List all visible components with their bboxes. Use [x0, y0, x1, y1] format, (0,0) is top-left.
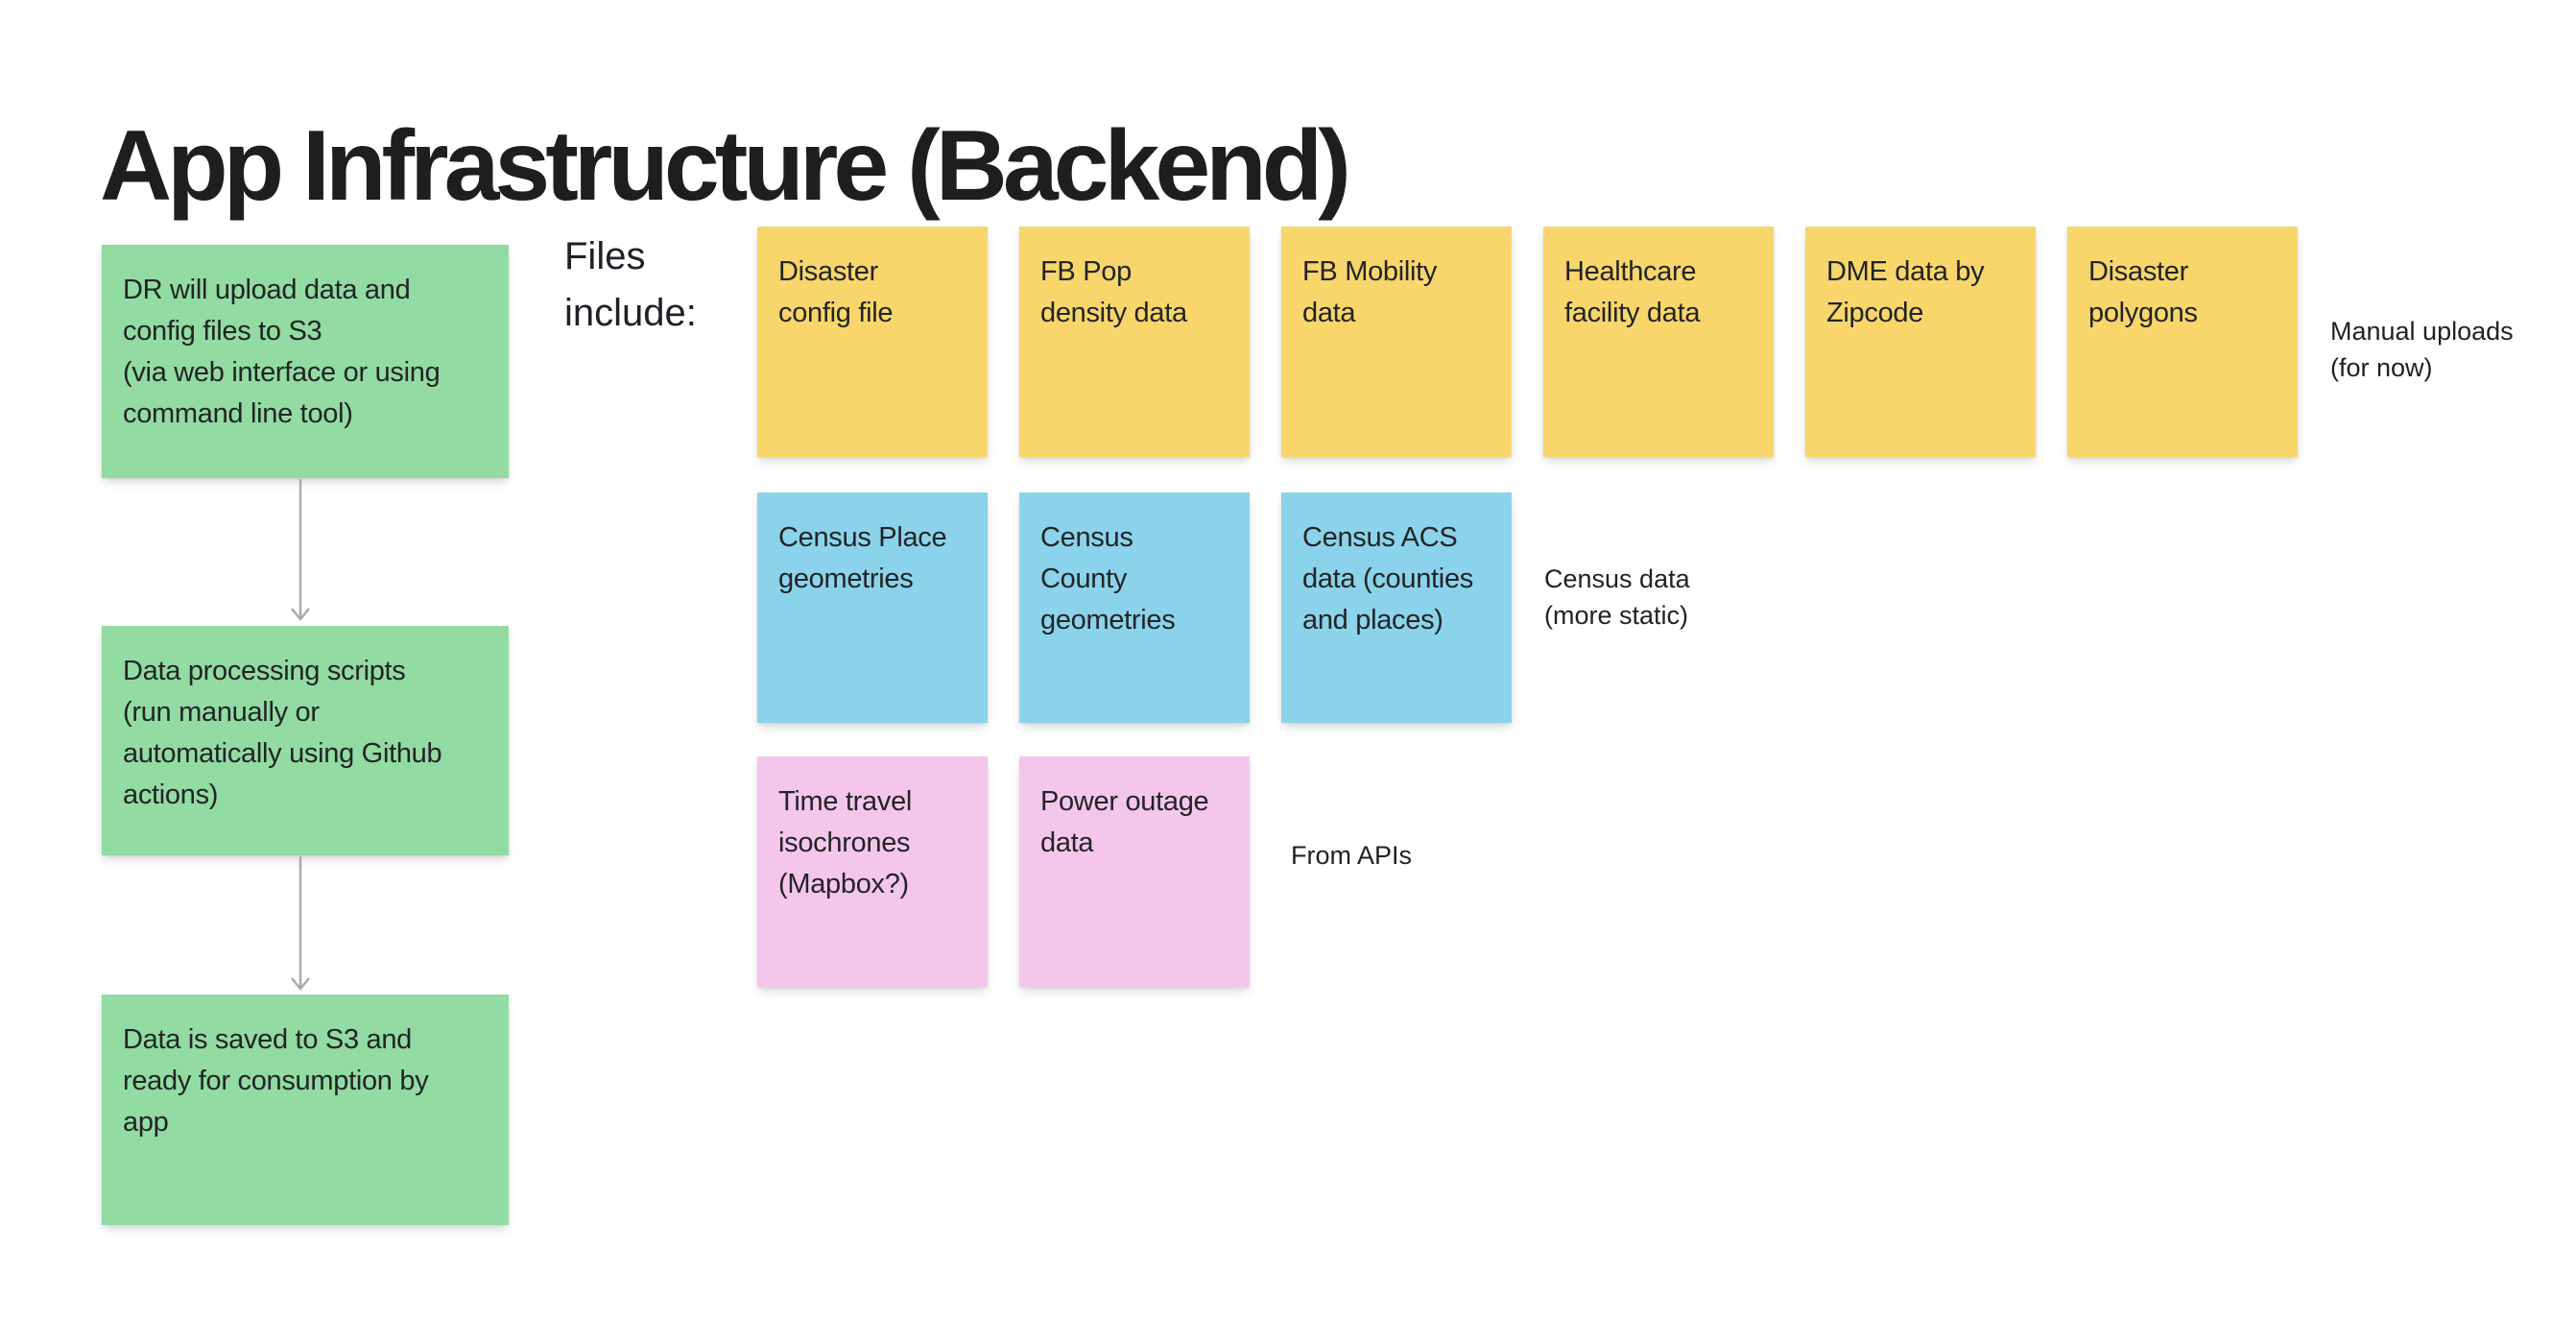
manual-uploads-label: Manual uploads (for now): [2330, 317, 2514, 382]
arrow-down-connector-2: [291, 856, 310, 991]
sticky-note-flow-saved[interactable]: Data is saved to S3 and ready for consum…: [102, 995, 509, 1225]
from-apis-label: From APIs: [1291, 841, 1413, 870]
sticky-note-census-county[interactable]: Census County geometries: [1019, 492, 1250, 723]
sticky-note-disaster-config[interactable]: Disaster config file: [757, 227, 988, 457]
sticky-note-fb-pop-density[interactable]: FB Pop density data: [1019, 227, 1250, 457]
page-title: App Infrastructure (Backend): [100, 109, 1351, 222]
arrow-down-connector-1: [291, 479, 310, 621]
files-include-label: Files include:: [564, 235, 697, 334]
sticky-note-dme-zipcode[interactable]: DME data by Zipcode: [1805, 227, 2036, 457]
sticky-note-flow-upload[interactable]: DR will upload data and config files to …: [102, 245, 509, 478]
sticky-note-power-outage[interactable]: Power outage data: [1019, 756, 1250, 987]
sticky-note-time-travel-isochrones[interactable]: Time travel isochrones (Mapbox?): [757, 756, 988, 987]
sticky-note-healthcare-facility[interactable]: Healthcare facility data: [1543, 227, 1774, 457]
sticky-note-census-acs[interactable]: Census ACS data (counties and places): [1281, 492, 1512, 723]
sticky-note-fb-mobility[interactable]: FB Mobility data: [1281, 227, 1512, 457]
sticky-note-flow-processing[interactable]: Data processing scripts (run manually or…: [102, 626, 509, 855]
sticky-note-census-place[interactable]: Census Place geometries: [757, 492, 988, 723]
sticky-note-disaster-polygons[interactable]: Disaster polygons: [2067, 227, 2298, 457]
census-data-label: Census data (more static): [1544, 564, 1690, 630]
